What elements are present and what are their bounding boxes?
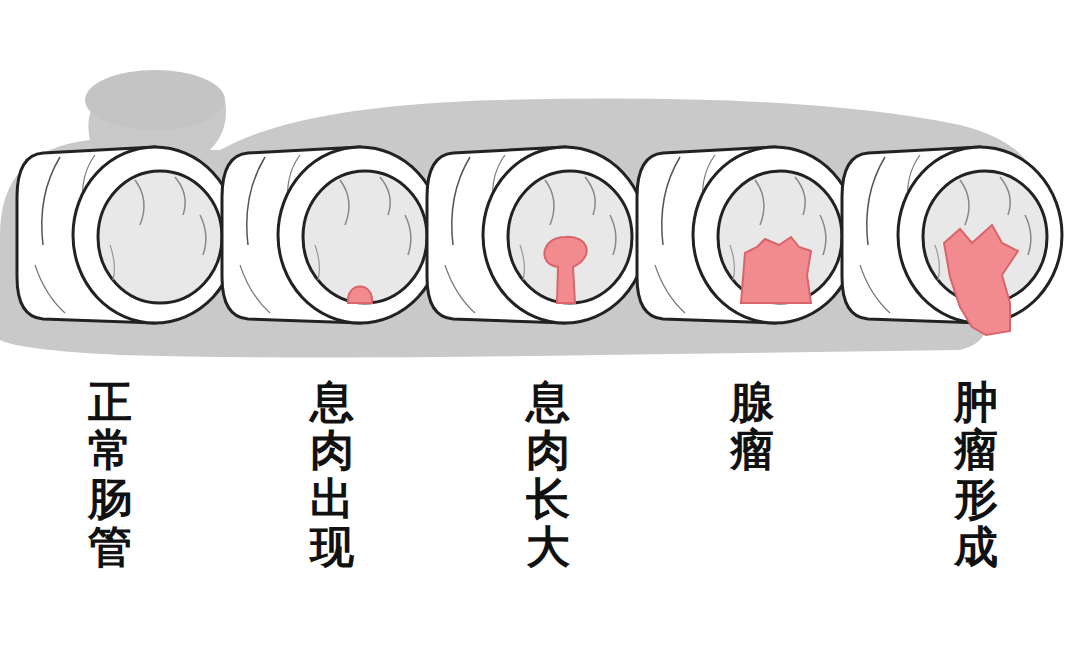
stage-label: 息肉出现 [310,378,354,572]
stage-label: 正常肠管 [88,378,132,572]
stage-label: 腺瘤 [730,378,774,475]
stage-label: 息肉长大 [526,378,570,572]
stage-label: 肿瘤形成 [954,378,998,572]
